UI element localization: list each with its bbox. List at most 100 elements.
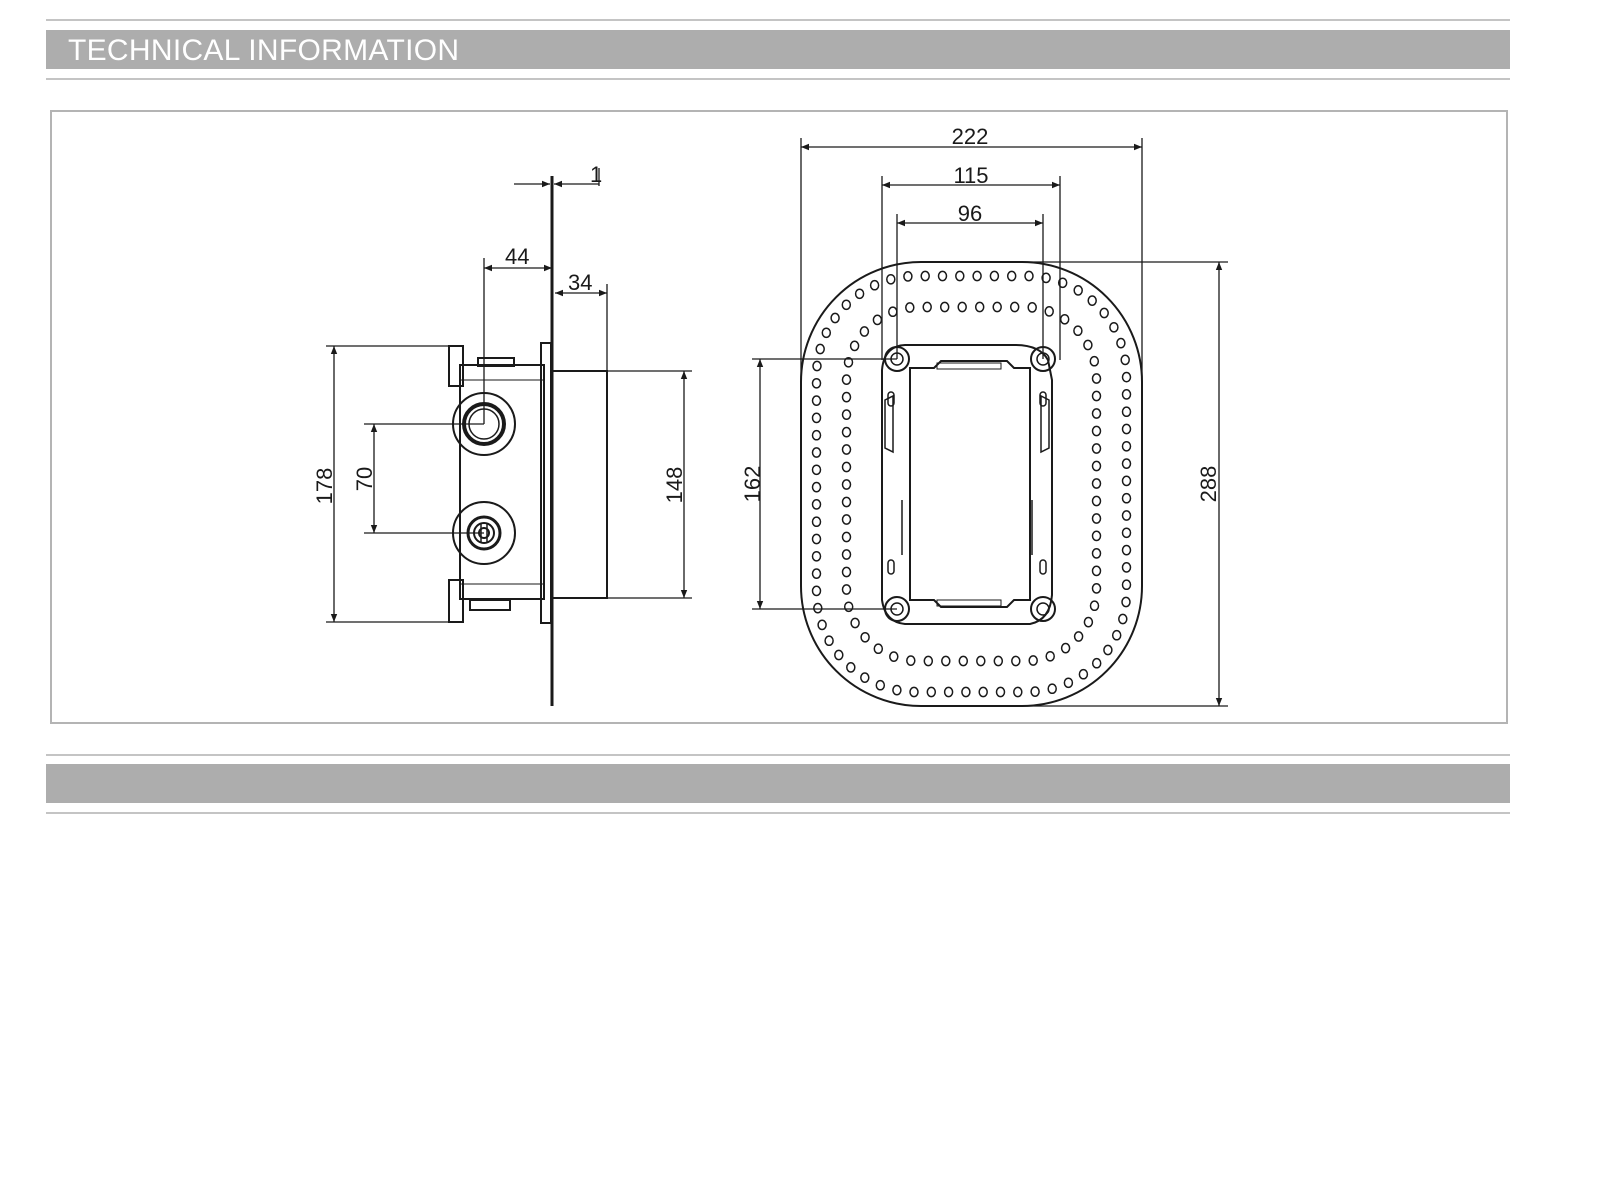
perforation-dot	[989, 270, 1000, 282]
perforation-dot	[1028, 655, 1038, 666]
perforation-dot	[1041, 272, 1051, 284]
perforation-dot	[811, 516, 822, 528]
cover-plate	[800, 261, 1143, 707]
dim-body-depth: 44	[505, 244, 529, 269]
front-box	[551, 370, 608, 599]
perforation-dot	[1089, 355, 1100, 367]
perforation-dot	[1121, 371, 1132, 383]
front-view	[800, 261, 1143, 707]
side-view	[448, 176, 608, 706]
perforation-dot	[937, 270, 948, 282]
perforation-dot	[955, 270, 965, 282]
perforation-dot	[1121, 458, 1132, 469]
perforation-dot	[972, 270, 982, 282]
outer-dot-ring	[811, 270, 1132, 698]
perforation-dot	[811, 429, 822, 441]
perforation-dot	[1121, 510, 1132, 521]
perforation-dot	[854, 288, 865, 300]
perforation-dot	[821, 327, 832, 339]
perforation-dot	[1121, 389, 1132, 400]
perforation-dot	[824, 635, 834, 647]
perforation-dot	[886, 273, 896, 285]
perforation-dot	[1059, 313, 1070, 325]
perforation-dot	[1073, 631, 1084, 642]
dim-front-depth: 34	[568, 270, 592, 295]
inner-dot-ring	[841, 301, 1102, 667]
perforation-dot	[850, 617, 860, 629]
dim-plate-height: 288	[1196, 466, 1221, 503]
perforation-dot	[1121, 475, 1132, 487]
second-bottom-rule	[46, 812, 1510, 814]
perforation-dot	[841, 409, 852, 420]
perforation-dot	[903, 271, 913, 282]
header-bottom-rule	[46, 78, 1510, 80]
perforation-dot	[889, 651, 899, 662]
perforation-dot	[892, 684, 902, 696]
perforation-dot	[1091, 513, 1102, 524]
front-flange	[540, 342, 552, 624]
perforation-dot	[811, 395, 822, 406]
perforation-dot	[1120, 354, 1130, 366]
perforation-dot	[1103, 644, 1113, 656]
perforation-dot	[841, 426, 852, 438]
perforation-dot	[1089, 600, 1100, 612]
perforation-dot	[941, 655, 951, 667]
front-view-dimensions: 222 115 96 162 288	[740, 124, 1228, 707]
perforation-dot	[841, 479, 852, 490]
perforation-dot	[841, 531, 852, 543]
perforation-dot	[1006, 270, 1017, 282]
perforation-dot	[811, 447, 822, 458]
perforation-dot	[958, 655, 969, 667]
perforation-dot	[992, 301, 1002, 313]
perforation-dot	[957, 301, 967, 313]
perforation-dot	[1091, 565, 1102, 577]
dim-plate-thickness: 1	[590, 162, 602, 187]
perforation-dot	[1091, 530, 1102, 542]
perforation-dot	[830, 312, 840, 324]
perforation-dot	[1121, 579, 1132, 591]
perforation-dot	[811, 377, 822, 389]
perforation-dot	[974, 301, 985, 313]
perforation-dot	[1091, 657, 1102, 669]
perforation-dot	[817, 619, 827, 631]
perforation-dot	[811, 533, 822, 545]
perforation-dot	[1027, 302, 1037, 313]
perforation-dot	[978, 686, 988, 698]
perforation-dot	[841, 391, 852, 403]
perforation-dot	[922, 301, 932, 313]
perforation-dot	[1073, 325, 1083, 337]
perforation-dot	[961, 686, 971, 698]
perforation-dot	[1091, 478, 1102, 489]
dim-overall-height: 178	[312, 468, 337, 505]
perforation-dot	[1121, 596, 1131, 608]
perforation-dot	[1121, 544, 1132, 556]
perforation-dot	[1121, 492, 1132, 504]
perforation-dot	[1116, 337, 1126, 349]
perforation-dot	[1099, 307, 1109, 319]
perforation-dot	[841, 584, 852, 595]
second-top-rule	[46, 754, 1510, 756]
perforation-dot	[1091, 425, 1102, 437]
perforation-dot	[1047, 683, 1057, 695]
perforation-dot	[1083, 339, 1093, 351]
perforation-dot	[859, 326, 870, 337]
perforation-dot	[811, 568, 822, 579]
dim-front-height: 148	[662, 467, 687, 504]
perforation-dot	[841, 461, 852, 473]
perforation-dot	[1087, 295, 1097, 306]
perforation-dot	[923, 655, 934, 667]
perforation-dot	[811, 464, 822, 476]
perforation-dot	[905, 302, 915, 313]
perforation-dot	[1063, 677, 1074, 689]
perforation-dot	[841, 566, 852, 578]
perforation-dot	[909, 686, 919, 698]
perforation-dot	[1121, 423, 1132, 435]
perforation-dot	[1011, 655, 1021, 667]
perforation-dot	[1091, 408, 1102, 419]
perforation-dot	[1045, 650, 1055, 662]
perforation-dot	[939, 301, 950, 313]
perforation-dot	[1091, 495, 1102, 507]
perforation-dot	[1091, 390, 1102, 402]
perforation-dot	[1091, 460, 1102, 472]
perforation-dot	[1044, 306, 1054, 317]
